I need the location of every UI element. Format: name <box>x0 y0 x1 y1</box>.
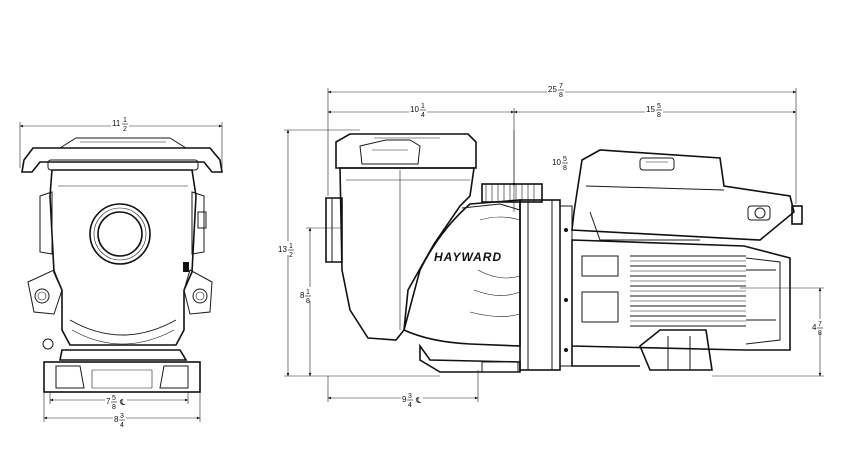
dim-denominator: 8 <box>657 112 661 119</box>
dim-numerator: 5 <box>112 395 116 402</box>
dim-numerator: 3 <box>408 393 412 400</box>
dim-denominator: 8 <box>818 330 822 337</box>
dim-denominator: 8 <box>306 298 310 305</box>
dim-denominator: 4 <box>120 422 124 429</box>
dim-numerator: 1 <box>123 117 127 124</box>
dim-whole: 4 <box>812 323 817 332</box>
dim-denominator: 4 <box>408 402 412 409</box>
centerline-symbol: ℄ <box>415 396 422 405</box>
dim-numerator: 7 <box>818 321 822 328</box>
dim-numerator: 3 <box>120 413 124 420</box>
motor-fins <box>630 255 746 327</box>
dim-whole: 8 <box>114 415 119 424</box>
dim-whole: 7 <box>106 397 111 406</box>
dim-numerator: 1 <box>306 289 310 296</box>
dim-denominator: 8 <box>563 165 567 172</box>
dim-numerator: 5 <box>563 156 567 163</box>
dim-denominator: 8 <box>559 92 563 99</box>
dim-numerator: 1 <box>421 103 425 110</box>
side-view: HAYWARD <box>325 133 803 373</box>
brand-logo: HAYWARD <box>434 250 502 264</box>
dim-denominator: 2 <box>123 126 127 133</box>
dim-whole: 25 <box>548 85 557 94</box>
dim-denominator: 2 <box>289 252 293 259</box>
front-view <box>21 137 223 393</box>
dim-whole: 13 <box>278 245 287 254</box>
dim-whole: 9 <box>402 395 407 404</box>
dim-denominator: 8 <box>112 404 116 411</box>
dim-whole: 8 <box>300 291 305 300</box>
dim-numerator: 1 <box>289 243 293 250</box>
dim-whole: 15 <box>646 105 655 114</box>
dim-denominator: 4 <box>421 112 425 119</box>
dim-numerator: 5 <box>657 103 661 110</box>
dim-whole: 10 <box>410 105 419 114</box>
centerline-symbol: ℄ <box>119 398 126 407</box>
dim-whole: 10 <box>552 158 561 167</box>
dim-whole: 11 <box>112 119 121 128</box>
dim-numerator: 7 <box>559 83 563 90</box>
